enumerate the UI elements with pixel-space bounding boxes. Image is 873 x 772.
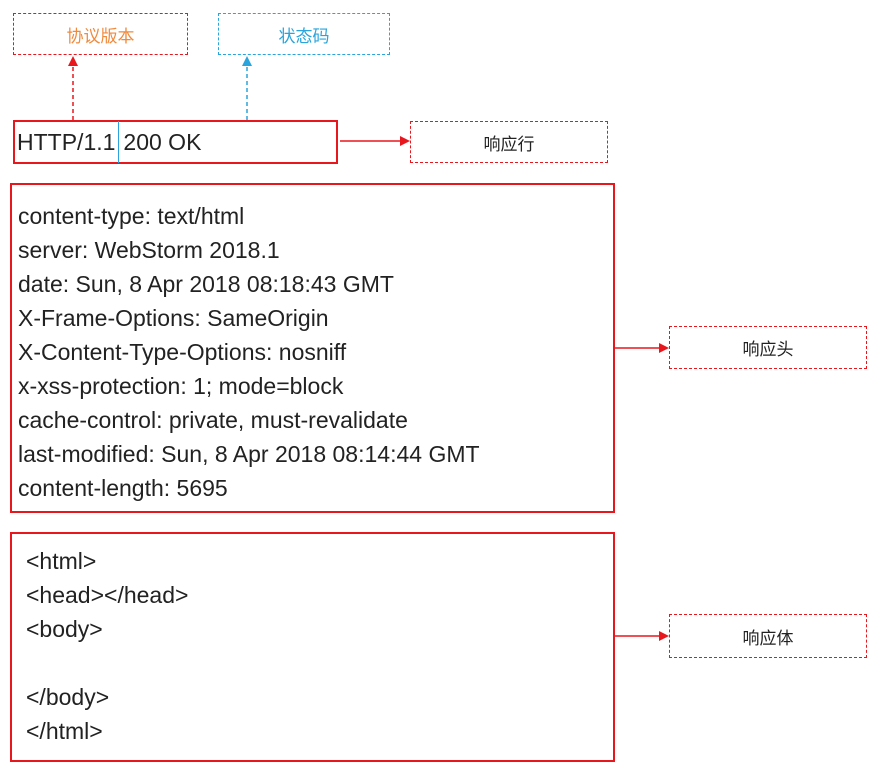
- status-code-label: 状态码: [218, 13, 390, 55]
- header-line: X-Content-Type-Options: nosniff: [18, 339, 347, 365]
- response-body-box: <html> <head></head> <body> </body> </ht…: [10, 532, 615, 762]
- header-line: x-xss-protection: 1; mode=block: [18, 373, 344, 399]
- status-text: 200 OK: [123, 128, 202, 155]
- protocol-text: HTTP/1.1: [17, 128, 116, 155]
- body-line: </body>: [26, 684, 110, 710]
- status-line-box: HTTP/1.1 200 OK: [13, 120, 338, 164]
- response-headers-label: 响应头: [669, 326, 867, 369]
- response-body-label: 响应体: [669, 614, 867, 658]
- body-line: <html>: [26, 548, 97, 574]
- header-line: content-type: text/html: [18, 203, 245, 229]
- header-line: X-Frame-Options: SameOrigin: [18, 305, 329, 331]
- response-line-label: 响应行: [410, 121, 608, 163]
- body-line: <head></head>: [26, 582, 189, 608]
- status-divider: [118, 121, 120, 163]
- header-line: date: Sun, 8 Apr 2018 08:18:43 GMT: [18, 271, 394, 297]
- header-line: last-modified: Sun, 8 Apr 2018 08:14:44 …: [18, 441, 480, 467]
- header-line: server: WebStorm 2018.1: [18, 237, 280, 263]
- response-headers-box: content-type: text/html server: WebStorm…: [10, 183, 615, 513]
- body-line: [26, 646, 613, 680]
- header-line: cache-control: private, must-revalidate: [18, 407, 408, 433]
- body-line: <body>: [26, 616, 103, 642]
- header-line: content-length: 5695: [18, 475, 228, 501]
- body-line: </html>: [26, 718, 103, 744]
- protocol-version-label: 协议版本: [13, 13, 188, 55]
